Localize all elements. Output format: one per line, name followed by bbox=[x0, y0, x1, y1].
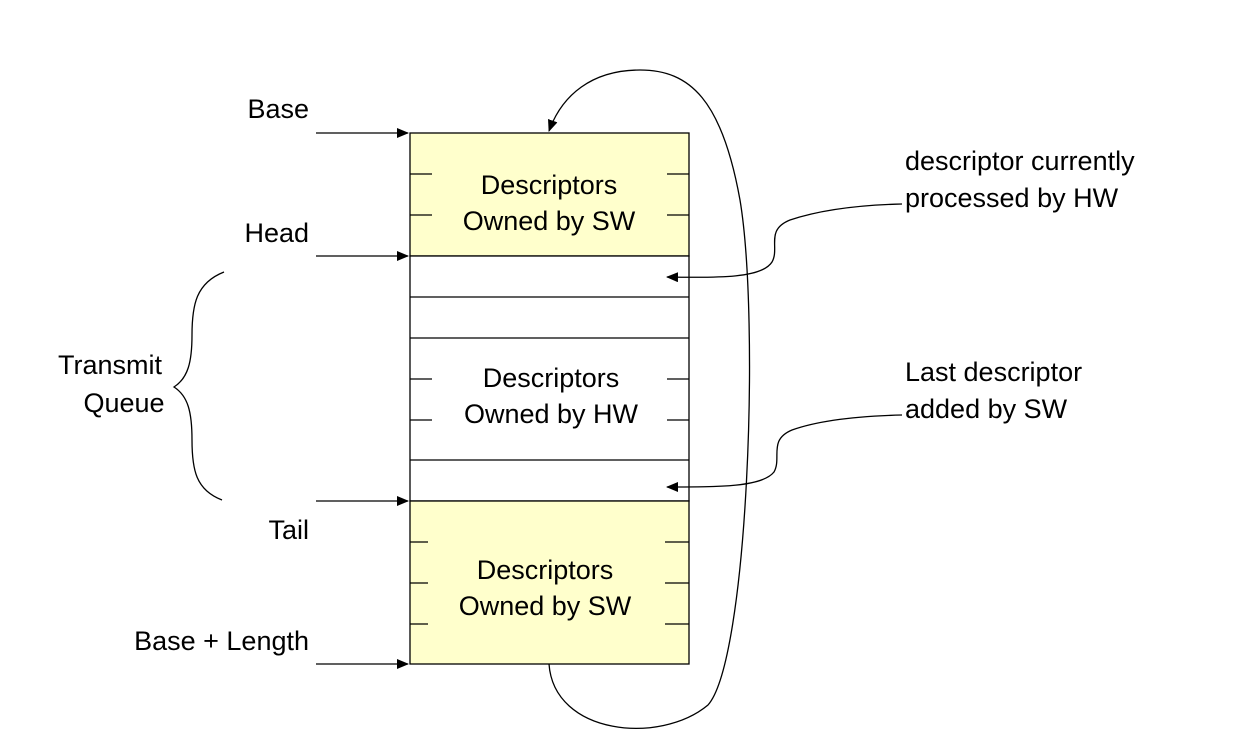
current-callout-line1: descriptor currently bbox=[905, 146, 1135, 176]
last-callout-line2: added by SW bbox=[905, 394, 1068, 424]
current-callout-arrow bbox=[666, 203, 903, 283]
transmit-queue-label-line2: Queue bbox=[83, 388, 164, 418]
base-length-label: Base + Length bbox=[134, 626, 309, 656]
sw-block-bottom bbox=[409, 500, 690, 665]
top-sw-label-line1: Descriptors bbox=[481, 170, 618, 200]
queue-brace bbox=[172, 271, 225, 501]
top-sw-label-line2: Owned by SW bbox=[463, 206, 636, 236]
head-label: Head bbox=[244, 218, 309, 248]
transmit-queue-label-line1: Transmit bbox=[58, 350, 163, 380]
current-callout-line2: processed by HW bbox=[905, 183, 1119, 213]
bottom-sw-label-line2: Owned by SW bbox=[459, 591, 632, 621]
hw-label-line2: Owned by HW bbox=[464, 399, 639, 429]
last-callout-line1: Last descriptor bbox=[905, 357, 1082, 387]
tail-label: Tail bbox=[268, 515, 309, 545]
row-ticks bbox=[410, 173, 689, 625]
bottom-sw-label-line1: Descriptors bbox=[477, 555, 614, 585]
sw-block-top bbox=[409, 132, 690, 257]
wraparound-arrow bbox=[548, 69, 751, 729]
base-label: Base bbox=[247, 94, 309, 124]
hw-label-line1: Descriptors bbox=[483, 363, 620, 393]
last-callout-arrow bbox=[666, 414, 903, 492]
